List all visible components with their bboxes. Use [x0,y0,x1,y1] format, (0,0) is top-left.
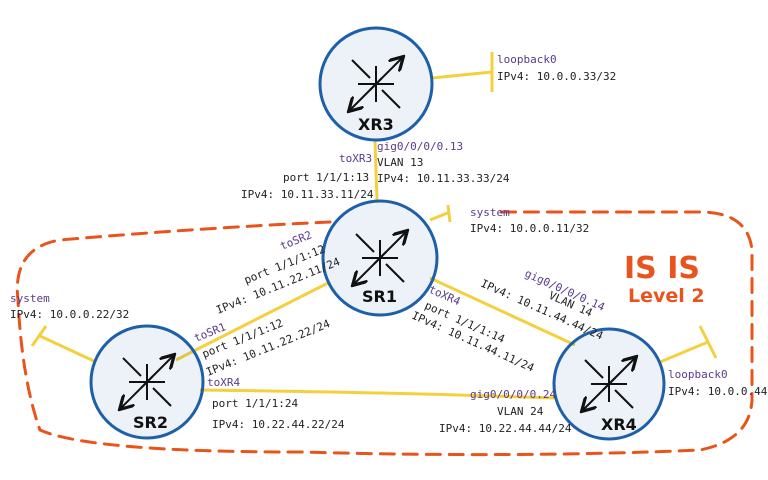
router-arrows-icon [354,232,406,284]
router-sr1-label: SR1 [362,287,397,306]
link-sr2-xr4 [199,388,556,400]
sr1-system-stub [429,210,451,222]
sr1-system-name: system [470,206,510,219]
xr4-loopback-stub [659,340,709,364]
router-sr2-label: SR2 [133,413,168,432]
sr1-system-end [446,204,452,223]
sr1-ip-xr3: IPv4: 10.11.33.11/24 [241,188,374,201]
sr2-system-ip: IPv4: 10.0.0.22/32 [10,308,129,321]
xr4-loopback-name: loopback0 [668,368,728,381]
router-xr3-label: XR3 [358,115,394,134]
sr2-ip-xr4: IPv4: 10.22.44.22/24 [212,418,345,431]
link-sr1-sr2 [175,280,331,362]
sr1-toxr3: toXR3 [339,152,372,165]
xr4-vlan-sr2: VLAN 24 [497,405,544,418]
link-xr3-sr1 [373,139,379,201]
isis-level: Level 2 [628,285,705,307]
xr4-loopback-ip: IPv4: 10.0.0.44/32 [668,385,768,398]
router-arrows-icon [121,356,173,408]
xr3-loopback-name: loopback0 [497,53,557,66]
xr3-loopback-stub [431,70,493,80]
router-arrows-icon [583,358,635,410]
sr2-system-stub [39,334,97,364]
xr3-iface: gig0/0/0/0.13 [377,140,463,153]
link-sr1-xr4 [429,276,576,347]
xr3-ip: IPv4: 10.11.33.33/24 [377,172,510,185]
router-sr2: SR2 [89,324,205,440]
sr2-port-xr4: port 1/1/1:24 [212,397,298,410]
router-xr4-label: XR4 [601,415,637,434]
isis-title: IS IS [624,251,700,286]
router-arrows-icon [350,58,402,110]
sr1-system-ip: IPv4: 10.0.0.11/32 [470,222,589,235]
xr4-iface-sr2: gig0/0/0/0.24 [470,388,556,401]
sr2-toxr4: toXR4 [207,376,240,389]
router-sr1: SR1 [321,199,439,317]
isis-area-boundary [15,210,754,457]
xr4-loopback-end [698,325,718,359]
router-xr3: XR3 [318,26,434,142]
router-xr4: XR4 [552,327,666,441]
sr2-system-end [30,325,48,347]
xr3-loopback-ip: IPv4: 10.0.0.33/32 [497,70,616,83]
sr1-port-xr3: port 1/1/1:13 [283,171,369,184]
sr2-system-name: system [10,292,50,305]
xr3-vlan: VLAN 13 [377,156,423,169]
xr4-ip-sr2: IPv4: 10.22.44.44/24 [439,422,572,435]
